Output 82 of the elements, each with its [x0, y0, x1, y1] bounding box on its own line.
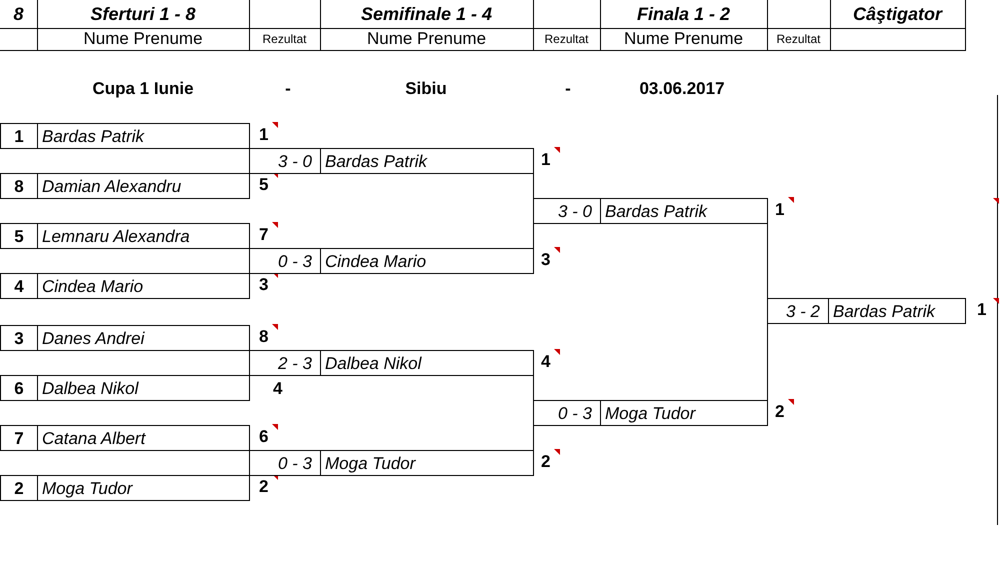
bracket-row [0, 173, 250, 199]
seed-number: 3 [14, 330, 24, 346]
player-name: Catana Albert [42, 430, 146, 446]
result-number: 4 [273, 380, 282, 397]
player-name: Dalbea Nikol [325, 354, 422, 372]
column-header: Semifinale 1 - 4 [360, 2, 492, 26]
result-number: 3 [259, 276, 268, 293]
bracket-row [0, 425, 250, 451]
column-header: Câştigator [852, 2, 942, 26]
bracket-row [249, 148, 534, 174]
seed-number: 1 [14, 128, 24, 144]
bracket-row [0, 273, 250, 299]
match-score: 0 - 3 [278, 252, 313, 270]
column-subheader: Rezultat [262, 31, 307, 48]
match-score: 0 - 3 [558, 404, 593, 422]
player-name: Danes Andrei [42, 330, 144, 346]
player-name: Cindea Mario [42, 278, 144, 294]
bracket-row [0, 475, 250, 501]
bracket-row [0, 375, 250, 401]
result-number: 8 [259, 328, 268, 345]
bracket-row [0, 223, 250, 249]
result-number: 5 [259, 176, 268, 193]
match-score: 3 - 2 [786, 302, 821, 320]
result-number: 3 [541, 251, 550, 268]
separator-dash: - [285, 78, 291, 100]
separator-dash: - [565, 78, 571, 100]
column-header: Sferturi 1 - 8 [90, 2, 196, 26]
seed-number: 4 [14, 278, 24, 294]
bracket-line [767, 223, 768, 299]
result-number: 1 [977, 301, 986, 318]
column-subheader: Rezultat [776, 31, 821, 48]
player-name: Dalbea Nikol [42, 380, 138, 396]
player-name: Bardas Patrik [605, 202, 708, 220]
seed-number: 8 [14, 178, 24, 194]
event-info: 03.06.2017 [639, 78, 725, 100]
bracket-line [533, 223, 534, 249]
result-number: 1 [775, 201, 784, 218]
player-name: Moga Tudor [605, 404, 696, 422]
bracket-row [767, 298, 966, 324]
bracket-row [249, 350, 534, 376]
player-name: Bardas Patrik [833, 302, 936, 320]
match-score: 0 - 3 [278, 454, 313, 472]
result-number: 2 [541, 453, 550, 470]
event-info: Sibiu [405, 78, 447, 100]
seed-number: 6 [14, 380, 24, 396]
player-name: Bardas Patrik [42, 128, 144, 144]
bracket-line [767, 323, 768, 401]
column-subheader: Nume Prenume [83, 28, 203, 50]
result-number: 2 [775, 403, 784, 420]
bracket-line [533, 173, 534, 199]
result-number: 1 [259, 126, 268, 143]
player-name: Bardas Patrik [325, 152, 428, 170]
result-number: 6 [259, 428, 268, 445]
match-score: 3 - 0 [558, 202, 593, 220]
bracket-row [249, 248, 534, 274]
bracket-row [0, 325, 250, 351]
match-score: 2 - 3 [278, 354, 313, 372]
bracket-row [533, 198, 768, 224]
result-number: 1 [541, 151, 550, 168]
match-score: 3 - 0 [278, 152, 313, 170]
player-name: Cindea Mario [325, 252, 426, 270]
seed-number: 2 [14, 480, 24, 496]
column-subheader: Nume Prenume [366, 28, 486, 50]
bracket-row [0, 123, 250, 149]
player-name: Moga Tudor [42, 480, 132, 496]
bracket-row [533, 400, 768, 426]
column-subheader: Rezultat [544, 31, 589, 48]
bracket-line [533, 425, 534, 451]
bracket-row [249, 450, 534, 476]
seed-number: 7 [14, 430, 24, 446]
column-header: 8 [13, 2, 24, 26]
result-number: 7 [259, 226, 268, 243]
player-name: Moga Tudor [325, 454, 416, 472]
event-info: Cupa 1 Iunie [92, 78, 194, 100]
bracket-line [533, 375, 534, 401]
result-number: 4 [541, 353, 550, 370]
seed-number: 5 [14, 228, 24, 244]
player-name: Damian Alexandru [42, 178, 182, 194]
result-number: 2 [259, 478, 268, 495]
column-header: Finala 1 - 2 [636, 2, 730, 26]
player-name: Lemnaru Alexandra [42, 228, 190, 244]
column-subheader: Nume Prenume [624, 28, 744, 50]
